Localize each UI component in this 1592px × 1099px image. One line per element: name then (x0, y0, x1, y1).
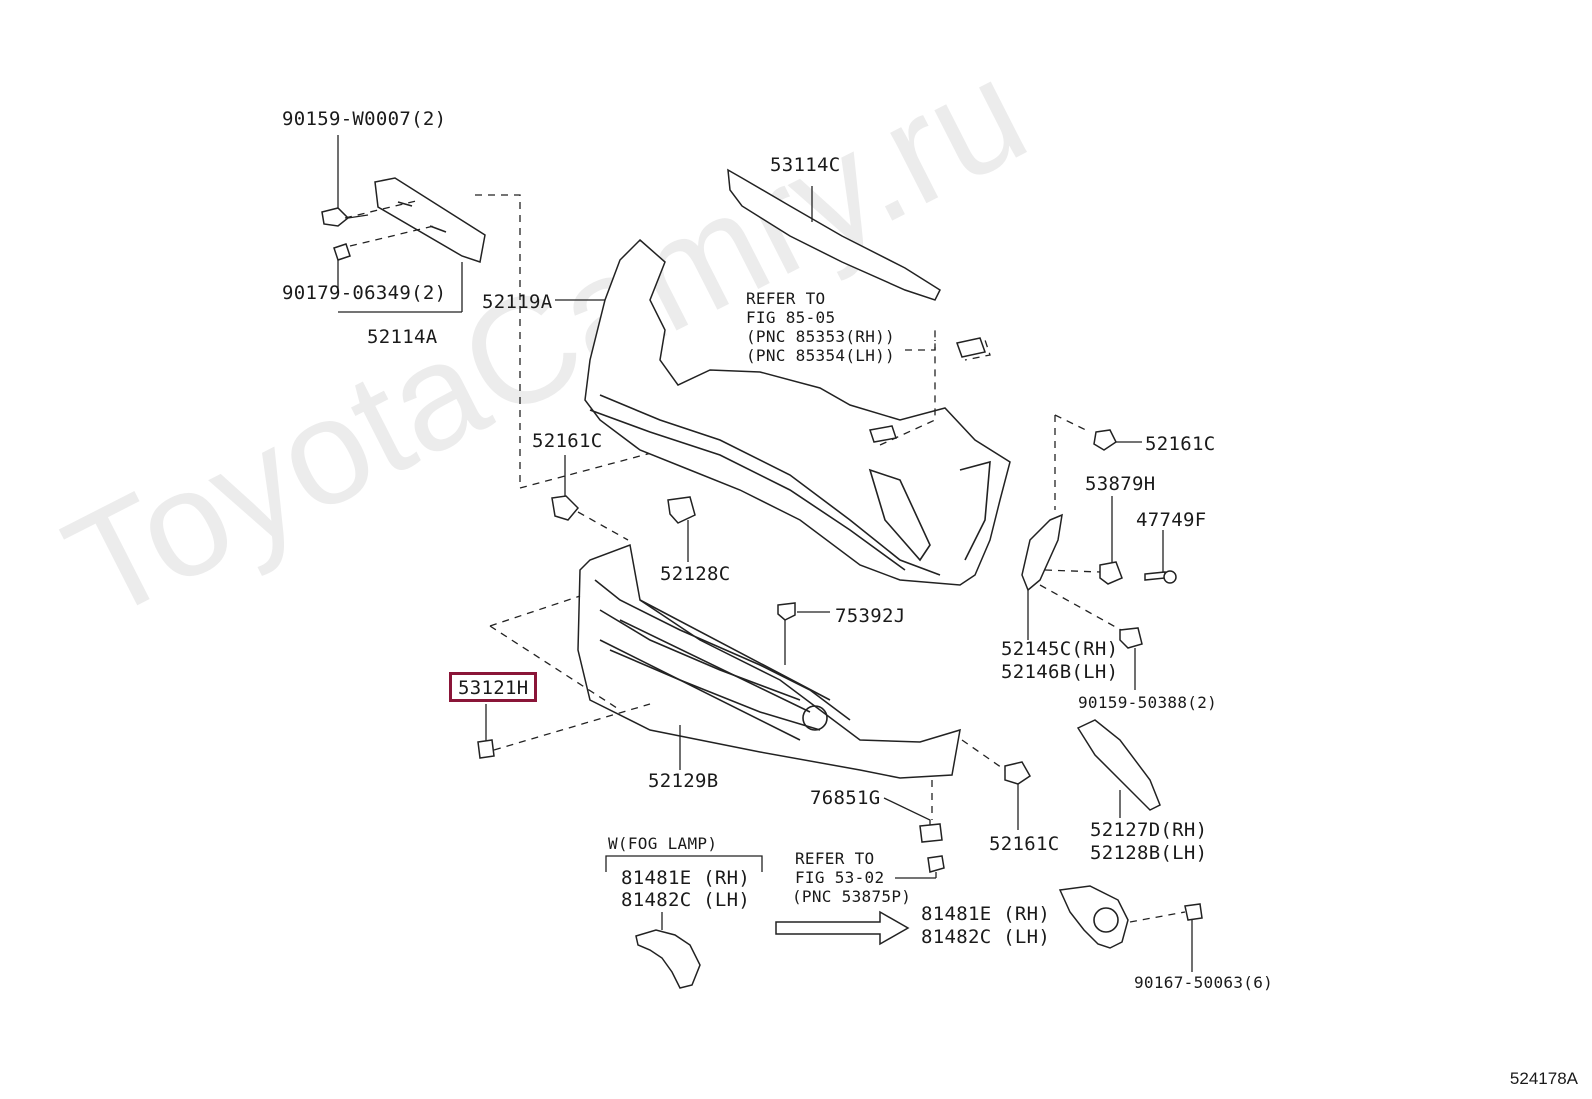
fog-lamp-bracket (605, 855, 763, 989)
label-75392j: 75392J (835, 605, 906, 627)
screw-90159-50388 (1119, 627, 1143, 690)
refer-text-line1: REFER TO (746, 289, 826, 308)
refer-text-line4: (PNC 85354(LH)) (746, 346, 895, 365)
screw-fig-53-02 (895, 855, 945, 879)
clip-left (551, 455, 629, 541)
label-52127d: 52127D(RH) (1090, 819, 1208, 841)
label-53114c: 53114C (770, 154, 841, 176)
bumper-cap (667, 496, 696, 562)
label-lamp-81481e-rh: 81481E (RH) (921, 903, 1051, 925)
label-53121h-highlighted[interactable]: 53121H (449, 672, 538, 702)
side-bracket (1021, 414, 1131, 640)
clip-75392j (777, 602, 830, 665)
clip-right-upper (1093, 429, 1142, 451)
fog-lamp-header: W(FOG LAMP) (608, 834, 718, 853)
clip-right-lower (961, 739, 1031, 830)
label-lamp-81482c-lh: 81482C (LH) (921, 926, 1051, 948)
label-81482c-lh: 81482C (LH) (621, 889, 751, 911)
label-52146b: 52146B(LH) (1001, 661, 1119, 683)
fog-lamp (1058, 885, 1203, 972)
label-52114a: 52114A (367, 326, 438, 348)
label-52161c-left: 52161C (532, 430, 603, 452)
lower-grille (489, 543, 961, 779)
label-52161c-right-lower: 52161C (989, 833, 1060, 855)
refer-text-line2: FIG 85-05 (746, 308, 836, 327)
refer-text-line3: (PNC 85353(RH)) (746, 327, 895, 346)
figure-code: 524178A (1509, 1069, 1578, 1088)
label-90167-50063: 90167-50063(6) (1134, 973, 1274, 992)
label-52128b: 52128B(LH) (1090, 842, 1208, 864)
refer2-line1: REFER TO (795, 849, 875, 868)
arrow-to-lamp (775, 910, 910, 946)
label-52145c: 52145C(RH) (1001, 638, 1119, 660)
nut-53879h (1099, 496, 1123, 585)
clip-53121h (477, 703, 651, 759)
refer2-line2: FIG 53-02 (795, 868, 885, 887)
label-47749f: 47749F (1136, 509, 1207, 531)
label-90179-06349: 90179-06349(2) (282, 282, 447, 304)
label-53879h: 53879H (1085, 473, 1156, 495)
bumper-cover (555, 238, 1011, 586)
label-76851g: 76851G (810, 787, 881, 809)
label-52129b: 52129B (648, 770, 719, 792)
label-52128c: 52128C (660, 563, 731, 585)
upper-grille (727, 168, 941, 301)
refer2-line3: (PNC 53875P) (792, 887, 912, 906)
label-90159-w0007: 90159-W0007(2) (282, 108, 447, 130)
label-52161c-right-upper: 52161C (1145, 433, 1216, 455)
bolt-47749f (1144, 530, 1177, 584)
label-81481e-rh: 81481E (RH) (621, 867, 751, 889)
label-90159-50388: 90159-50388(2) (1078, 693, 1218, 712)
label-52119a: 52119A (482, 291, 553, 313)
license-bracket (321, 135, 656, 489)
fog-bracket (1076, 719, 1161, 818)
clip-76851g (883, 780, 943, 843)
